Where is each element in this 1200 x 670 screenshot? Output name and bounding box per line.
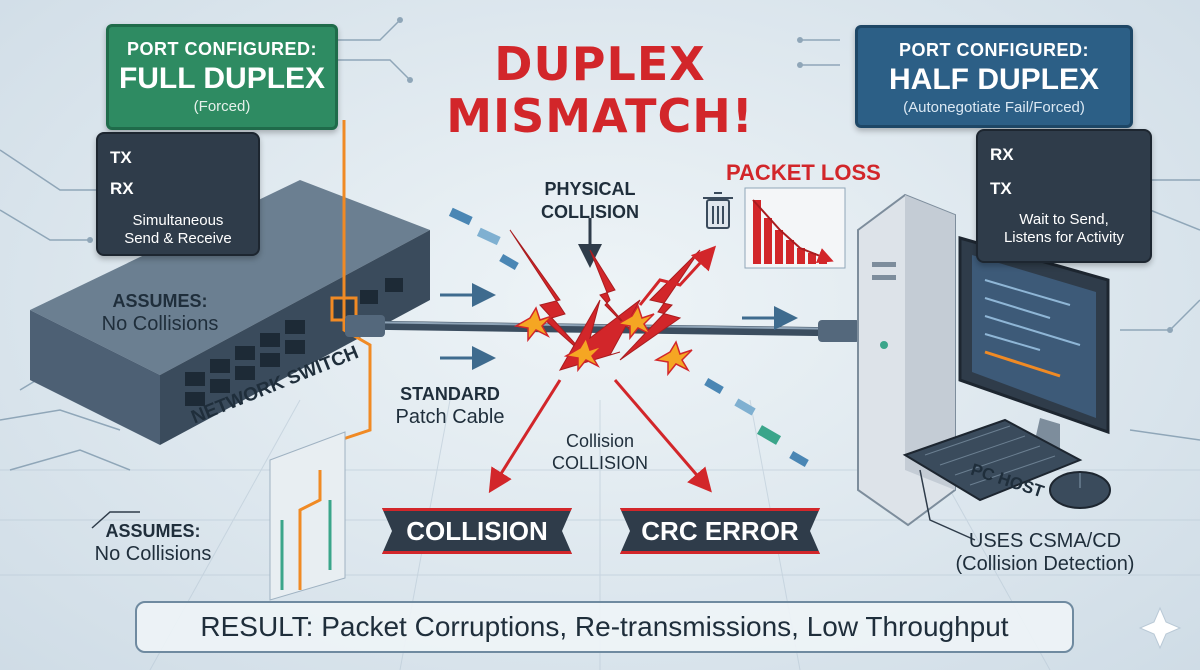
packet-debris	[448, 207, 809, 467]
assumes-top-text: No Collisions	[101, 313, 219, 335]
left-caption-line1: Simultaneous	[132, 212, 224, 229]
diagram-title: DUPLEX MISMATCH!	[420, 38, 780, 142]
flow-arrows	[440, 218, 798, 370]
csma-line1: USES CSMA/CD	[968, 530, 1122, 552]
right-caption-line1: Wait to Send,	[1019, 211, 1109, 228]
assumes-bottom-label: ASSUMES: No Collisions	[58, 520, 248, 566]
spark-bursts	[513, 304, 693, 377]
left-port-config-box: PORT CONFIGURED: FULL DUPLEX (Forced)	[106, 24, 338, 130]
left-port-mode: FULL DUPLEX	[118, 62, 326, 95]
packet-loss-label: PACKET LOSS	[726, 160, 881, 185]
collision-center-label: Collision COLLISION	[535, 430, 665, 474]
right-port-heading: PORT CONFIGURED:	[899, 40, 1089, 60]
mouse	[1049, 471, 1111, 509]
csma-label: USES CSMA/CD (Collision Detection)	[935, 530, 1155, 576]
patch-cable-text: Patch Cable	[395, 406, 505, 428]
circuit-board	[269, 431, 346, 601]
left-caption-line2: Send & Receive	[124, 230, 232, 247]
left-rx-label: RX	[110, 179, 134, 198]
collision-badge: COLLISION	[382, 508, 572, 554]
left-duplex-panel: TX RX Simultaneous Send & Receive	[96, 132, 260, 256]
right-port-note: (Autonegotiate Fail/Forced)	[903, 99, 1085, 116]
physical-line2: COLLISION	[541, 202, 639, 222]
red-arrows	[488, 245, 717, 494]
keyboard	[902, 418, 1083, 502]
physical-collision-label: PHYSICAL COLLISION	[525, 178, 655, 224]
assumes-bottom-text: No Collisions	[94, 543, 212, 565]
patch-cable-heading: STANDARD	[400, 384, 500, 404]
sparkle-icon	[1138, 606, 1182, 650]
right-caption-line2: Listens for Activity	[1003, 229, 1125, 246]
right-port-config-box: PORT CONFIGURED: HALF DUPLEX (Autonegoti…	[855, 25, 1133, 128]
packet-loss-chart	[744, 187, 846, 269]
left-panel-caption: Simultaneous Send & Receive	[98, 212, 258, 248]
left-port-heading: PORT CONFIGURED:	[127, 39, 317, 59]
trash-icon	[703, 192, 733, 229]
right-duplex-panel: RX TX Wait to Send, Listens for Activity	[976, 129, 1152, 263]
right-rx-label: RX	[990, 145, 1014, 164]
left-port-note: (Forced)	[193, 98, 251, 115]
title-line2: MISMATCH!	[446, 89, 754, 143]
right-port-mode: HALF DUPLEX	[889, 63, 1099, 96]
title-line1: DUPLEX	[494, 37, 706, 91]
csma-line2: (Collision Detection)	[955, 553, 1135, 575]
pc-tower	[857, 193, 956, 527]
assumes-top-heading: ASSUMES:	[112, 291, 208, 311]
leader-lines	[91, 469, 976, 541]
collision-center-line2: COLLISION	[551, 453, 649, 473]
result-banner: RESULT: Packet Corruptions, Re-transmiss…	[135, 601, 1074, 653]
port-highlight-line	[339, 120, 372, 442]
right-tx-label: TX	[990, 179, 1012, 198]
crc-error-badge: CRC ERROR	[620, 508, 820, 554]
patch-cable-label: STANDARD Patch Cable	[375, 383, 525, 429]
left-tx-label: TX	[110, 148, 132, 167]
patch-cable	[345, 315, 860, 342]
right-panel-caption: Wait to Send, Listens for Activity	[978, 211, 1150, 247]
assumes-top-label: ASSUMES: No Collisions	[70, 290, 250, 336]
network-switch	[30, 180, 430, 445]
assumes-bottom-heading: ASSUMES:	[105, 521, 201, 541]
physical-line1: PHYSICAL	[544, 179, 636, 199]
collision-center-line1: Collision	[565, 431, 635, 451]
pc-monitor	[958, 236, 1110, 462]
